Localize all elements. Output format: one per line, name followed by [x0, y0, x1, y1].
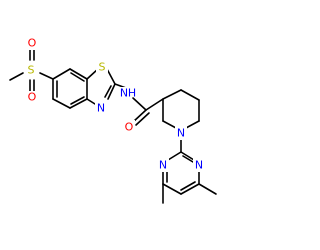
bond-carbonyl-piperidine — [145, 98, 164, 111]
atom-label-thiazole-nitrogen: N — [97, 102, 105, 115]
atom-label-sulfonyl-oxygen-bottom: O — [28, 91, 37, 104]
atom-label-sulfonyl-oxygen-top: O — [28, 37, 37, 50]
bond-pyrimidine-3-inner — [180, 181, 196, 191]
atom-label-pyrimidine-nitrogen-left: N — [159, 159, 167, 172]
atom-label-piperidine-nitrogen: N — [177, 127, 185, 140]
bond-methyl-right — [198, 183, 217, 195]
bond-thiazole-3-inner — [104, 85, 112, 98]
bond-thiazole-2 — [106, 68, 116, 85]
bond-pyrimidine-3 — [180, 183, 200, 195]
bond-methyl-sulfur — [9, 72, 24, 81]
bond-layer — [9, 47, 217, 204]
bond-pyrimidine-1-inner — [182, 155, 194, 163]
atom-label-thiazole-sulfur: S — [99, 61, 106, 74]
atom-label-sulfonyl-sulfur: S — [28, 64, 35, 77]
bond-carbonyl-oxygen — [132, 109, 147, 123]
atom-label-pyrimidine-nitrogen-right: N — [195, 159, 203, 172]
bond-benzene-6 — [52, 68, 71, 80]
bond-benzene-3 — [69, 98, 88, 109]
bond-nh-carbonyl — [132, 97, 147, 111]
bond-pyrimidine-4 — [162, 183, 182, 195]
bond-benzene-3-inner — [70, 96, 85, 105]
bond-benzene-5-inner — [70, 72, 85, 82]
atom-label-carbonyl-oxygen: O — [125, 121, 134, 134]
bond-sulfur-ring — [39, 72, 54, 80]
atom-label-layer: S O O S N N H O N N N — [25, 37, 205, 172]
bond-benzene-5 — [69, 68, 88, 80]
atom-label-amide-hydrogen: H — [128, 87, 136, 100]
bond-piperidine-4 — [185, 120, 200, 129]
bond-thiazole-3 — [107, 83, 116, 100]
bond-piperidine-1 — [162, 89, 182, 100]
bond-carbonyl-oxygen-double — [135, 112, 150, 126]
atom-label-amide-nitrogen: N — [120, 87, 128, 100]
bond-benzene-2 — [52, 98, 71, 109]
bond-piperidine-2 — [180, 89, 200, 101]
bond-pyrimidine-6 — [167, 151, 182, 161]
bond-piperidine-5 — [162, 120, 177, 129]
molecule-structure-diagram: S O O S N N H O N N N — [9, 37, 217, 204]
bond-thiazole-4 — [86, 98, 96, 105]
bond-pyrimidine-1 — [180, 151, 195, 161]
